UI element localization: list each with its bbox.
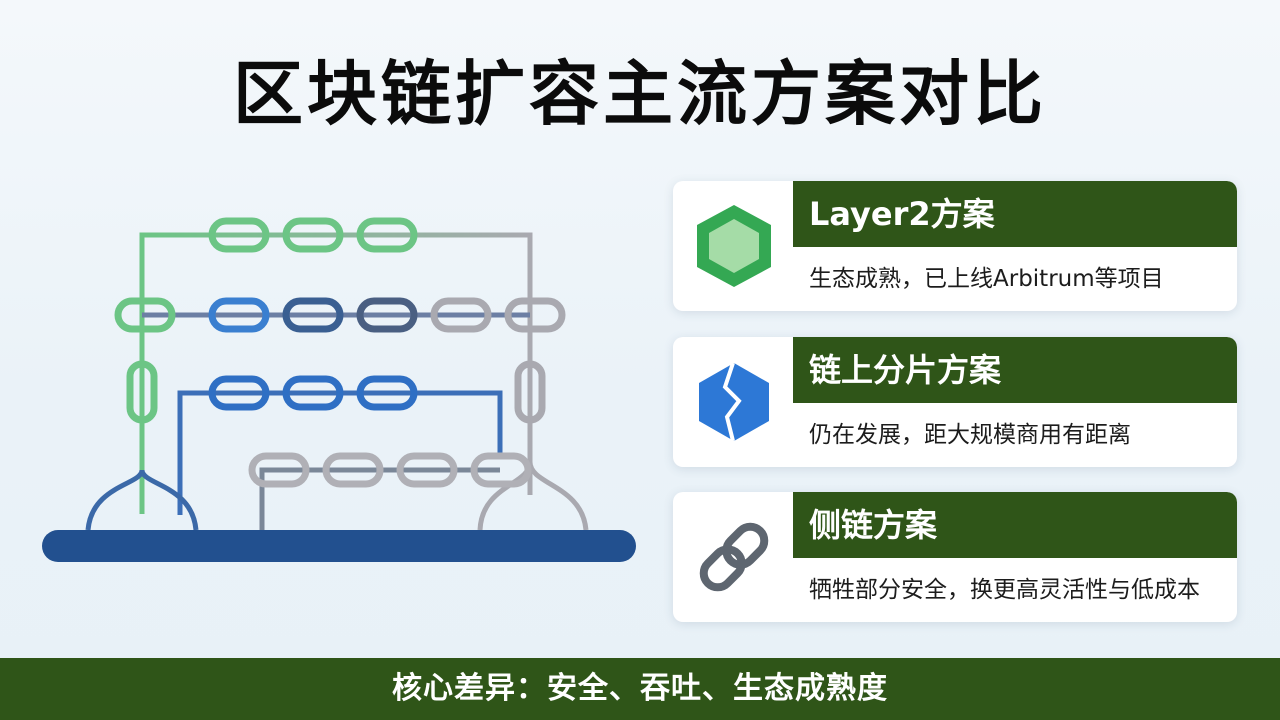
base-chain-bar bbox=[42, 530, 636, 562]
chain-link-icon bbox=[689, 512, 779, 602]
solution-title: 侧链方案 bbox=[793, 492, 1237, 558]
solution-description: 生态成熟，已上线Arbitrum等项目 bbox=[809, 266, 1164, 292]
vertical-link-gray bbox=[514, 360, 546, 424]
solution-card-layer2: Layer2方案 生态成熟，已上线Arbitrum等项目 bbox=[673, 181, 1237, 311]
page-title: 区块链扩容主流方案对比 bbox=[233, 53, 1047, 135]
green-hexagon-icon bbox=[689, 201, 779, 291]
solution-title: Layer2方案 bbox=[793, 181, 1237, 247]
chain-row-gray bbox=[248, 452, 532, 488]
footer-summary: 核心差异：安全、吞吐、生态成熟度 bbox=[0, 658, 1280, 720]
solution-description: 牺牲部分安全，换更高灵活性与低成本 bbox=[809, 577, 1200, 603]
chain-row-main bbox=[114, 297, 566, 333]
split-hexagon-icon bbox=[689, 357, 779, 447]
vertical-link-green bbox=[126, 360, 158, 424]
solution-card-sidechain: 侧链方案 牺牲部分安全，换更高灵活性与低成本 bbox=[673, 492, 1237, 622]
blockchain-chains-illustration bbox=[42, 217, 636, 562]
solution-title: 链上分片方案 bbox=[793, 337, 1237, 403]
chain-row-blue bbox=[208, 375, 418, 411]
solution-description: 仍在发展，距大规模商用有距离 bbox=[809, 422, 1131, 448]
solution-card-sharding: 链上分片方案 仍在发展，距大规模商用有距离 bbox=[673, 337, 1237, 467]
chain-row-green bbox=[208, 217, 418, 253]
